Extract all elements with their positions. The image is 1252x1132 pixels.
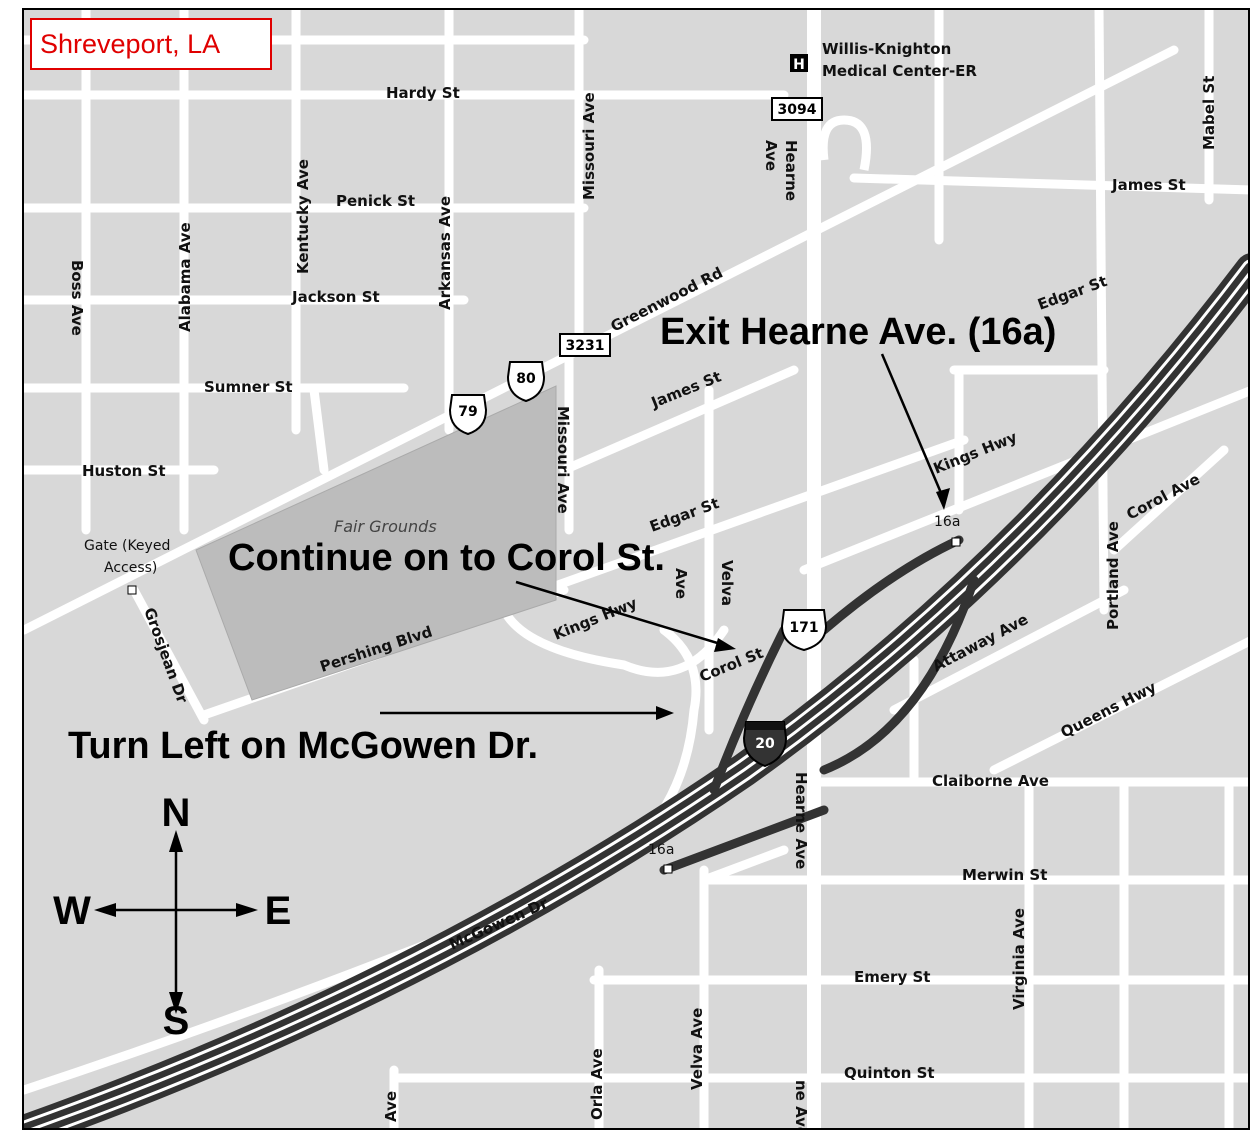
label-queens-hwy: Queens Hwy — [1058, 678, 1160, 742]
label-hospital-line2: Medical Center-ER — [822, 62, 977, 80]
svg-text:171: 171 — [789, 620, 818, 636]
map-canvas: 3094 3231 79 80 171 20 H Hardy St Penick… — [24, 10, 1248, 1130]
label-grosjean-dr: Grosjean Dr — [140, 605, 191, 706]
fairgrounds-area — [195, 385, 557, 701]
label-gate-line2: Access) — [104, 560, 157, 576]
label-velva-north-ave: Ave — [672, 568, 690, 599]
arrow-continue-head — [714, 638, 736, 652]
shield-3094: 3094 — [771, 97, 823, 121]
svg-text:3094: 3094 — [778, 102, 817, 118]
compass-s: S — [163, 999, 190, 1043]
label-alabama-ave: Alabama Ave — [176, 222, 194, 332]
label-quinton-st: Quinton St — [844, 1064, 935, 1082]
label-hearne-ave-south: Hearne Ave — [792, 772, 810, 869]
shield-i20: 20 — [742, 721, 788, 768]
label-hardy-st: Hardy St — [386, 84, 460, 102]
label-claiborne-ave: Claiborne Ave — [932, 772, 1049, 790]
svg-text:80: 80 — [516, 371, 536, 387]
arrow-continue-line — [515, 580, 725, 647]
label-missouri-ave-north: Missouri Ave — [580, 92, 598, 200]
label-velva-north: Velva — [718, 560, 736, 606]
compass-rose: N S W E — [53, 791, 291, 1043]
label-boss-ave: Boss Ave — [68, 260, 86, 336]
label-penick-st: Penick St — [336, 192, 415, 210]
label-kings-hwy-west: Kings Hwy — [551, 594, 640, 644]
label-exit-16a-south: 16a — [648, 842, 674, 858]
label-virginia-ave: Virginia Ave — [1010, 908, 1028, 1010]
label-hearne-north-ave: Ave — [762, 140, 780, 171]
exit-marker-south — [663, 864, 673, 874]
label-merwin-st: Merwin St — [962, 866, 1047, 884]
interstate-20 — [24, 253, 1248, 1128]
compass-w: W — [53, 889, 91, 933]
label-hearne-ave-bottom: ne Ave — [792, 1080, 810, 1130]
label-hospital-line1: Willis-Knighton — [822, 40, 951, 58]
label-exit-16a-north: 16a — [934, 514, 960, 530]
arrow-exit-line — [880, 353, 946, 501]
label-portland-ave: Portland Ave — [1104, 521, 1122, 630]
label-jackson-st: Jackson St — [291, 288, 380, 306]
gate-marker — [127, 585, 137, 595]
shield-3231: 3231 — [559, 333, 611, 357]
svg-text:H: H — [793, 57, 805, 73]
arrow-exit-head — [936, 488, 950, 510]
label-velva-ave-south: Velva Ave — [688, 1008, 706, 1090]
svg-text:20: 20 — [755, 736, 775, 752]
svg-text:3231: 3231 — [566, 338, 605, 354]
arrow-turn-head — [656, 706, 674, 720]
label-corol-ave: Corol Ave — [1123, 470, 1202, 524]
label-arkansas-ave: Arkansas Ave — [436, 196, 454, 310]
direction-continue-corol: Continue on to Corol St. — [228, 537, 665, 579]
label-fair-grounds: Fair Grounds — [334, 517, 437, 536]
label-missouri-ave-south: Missouri Ave — [554, 406, 572, 514]
map-frame: 3094 3231 79 80 171 20 H Hardy St Penick… — [22, 8, 1250, 1130]
svg-text:79: 79 — [458, 404, 477, 420]
label-kentucky-ave: Kentucky Ave — [294, 159, 312, 274]
shield-us80: 80 — [506, 361, 546, 403]
direction-exit-hearne: Exit Hearne Ave. (16a) — [660, 311, 1056, 353]
label-ave-partial: Ave — [382, 1091, 400, 1122]
compass-e: E — [265, 889, 292, 933]
shield-us79: 79 — [448, 394, 488, 436]
label-hearne-north: Hearne — [782, 140, 800, 201]
direction-turn-mcgowen: Turn Left on McGowen Dr. — [68, 725, 538, 767]
city-label: Shreveport, LA — [30, 18, 272, 70]
label-james-st-east: James St — [1111, 176, 1186, 194]
exit-marker-north — [951, 537, 961, 547]
label-huston-st: Huston St — [82, 462, 166, 480]
shield-us171: 171 — [780, 609, 828, 652]
compass-n: N — [162, 791, 191, 835]
label-kings-hwy-east: Kings Hwy — [931, 428, 1020, 478]
label-mabel-st: Mabel St — [1200, 76, 1218, 150]
label-sumner-st: Sumner St — [204, 378, 293, 396]
hospital-loop — [818, 115, 871, 171]
label-emery-st: Emery St — [854, 968, 930, 986]
label-orla-ave: Orla Ave — [588, 1048, 606, 1120]
hospital-icon: H — [790, 54, 808, 73]
label-gate-line1: Gate (Keyed — [84, 538, 170, 554]
